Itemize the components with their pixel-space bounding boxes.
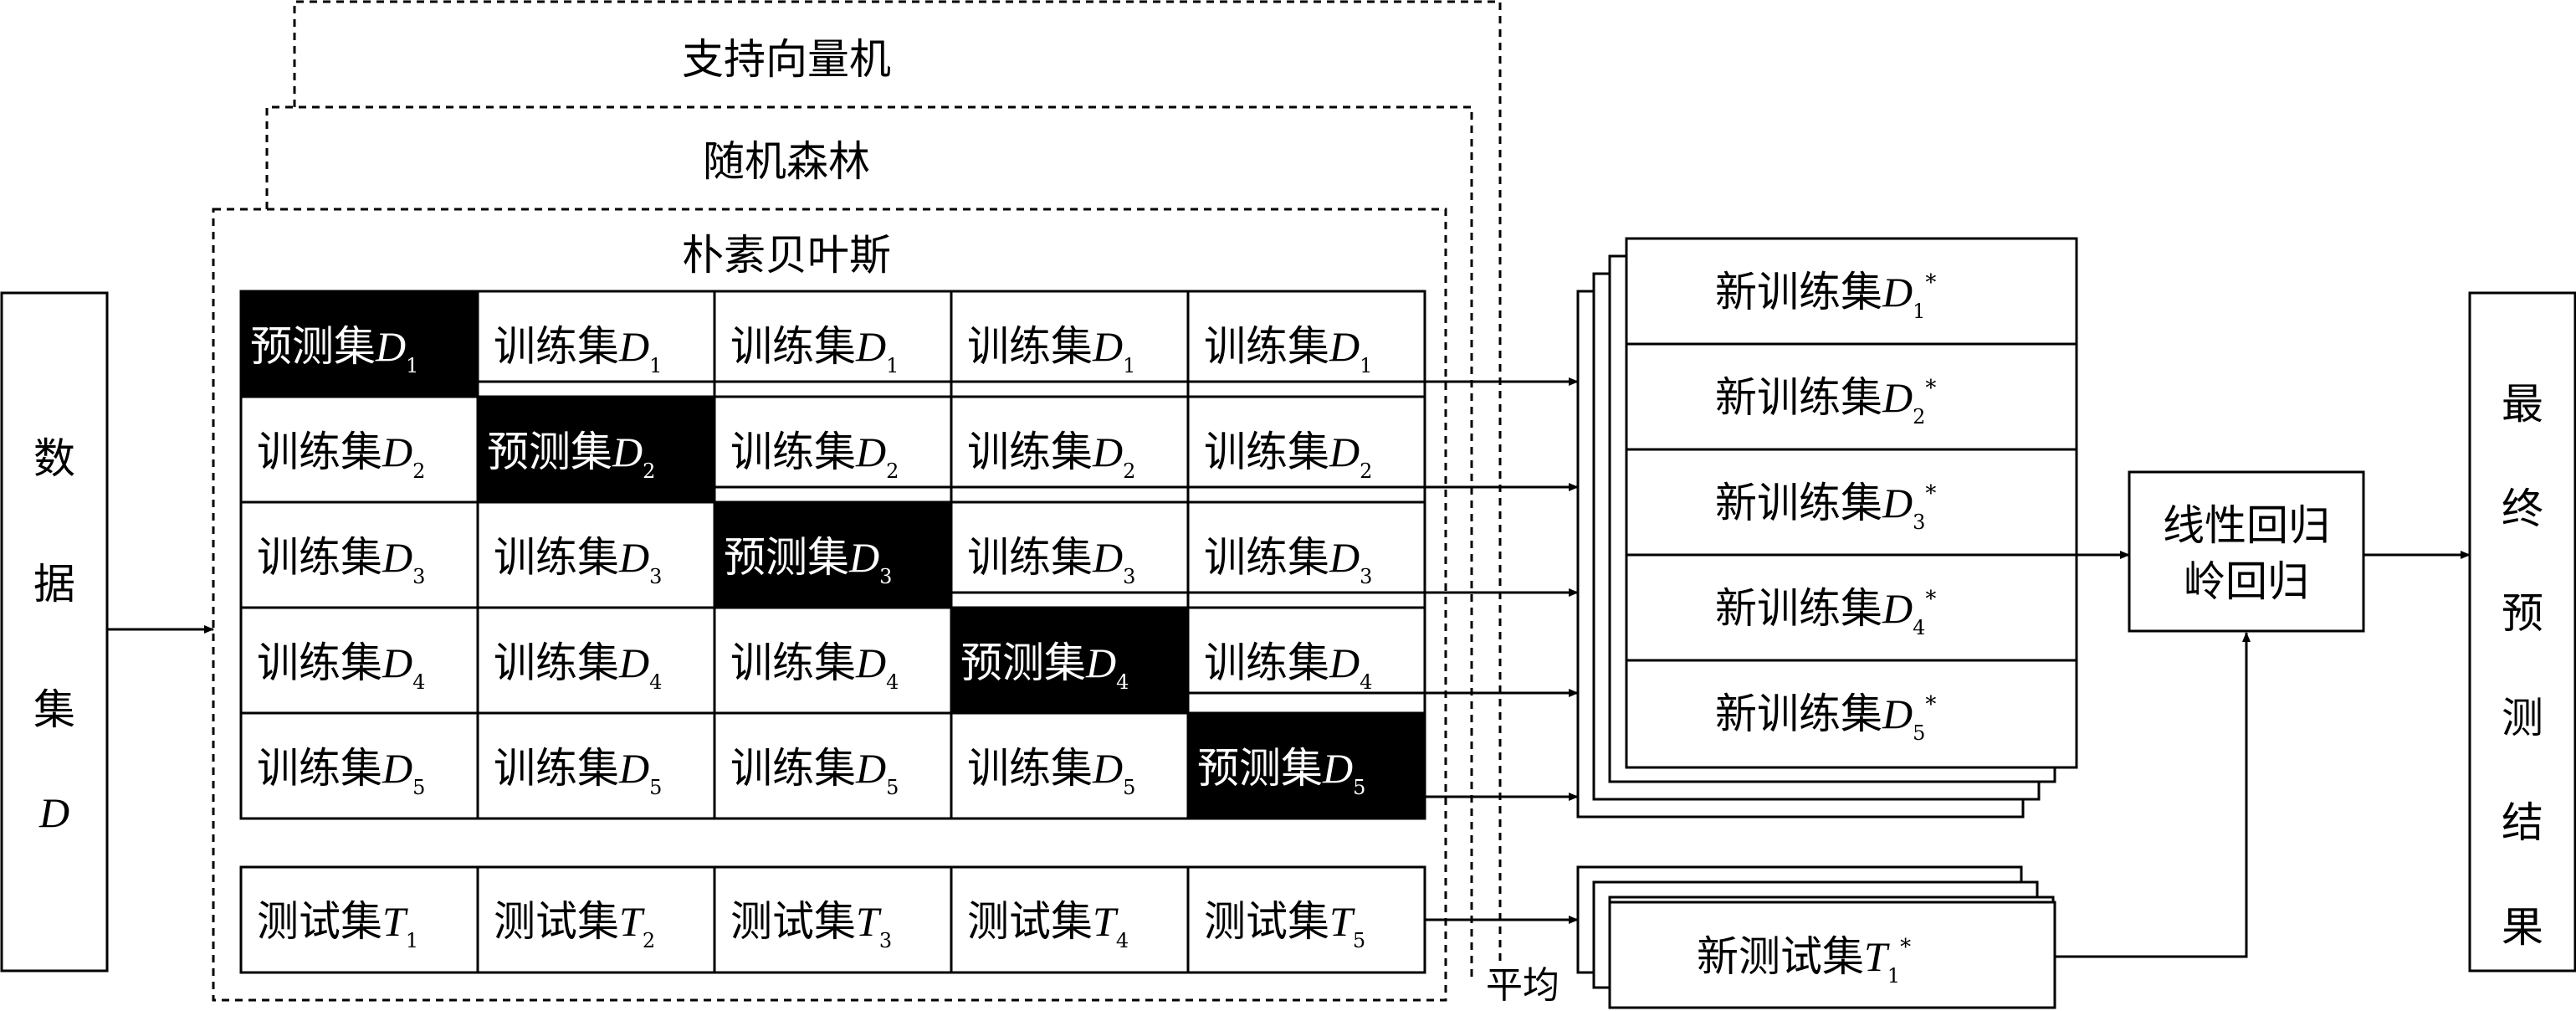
cell-4-1: 训练集D4	[257, 639, 425, 694]
regression-line-1: 线性回归	[2163, 501, 2330, 550]
label-rf: 随机森林	[703, 137, 870, 186]
result-char-6: 果	[2502, 903, 2543, 952]
new-train-5: 新训练集D5*	[1715, 690, 1936, 745]
cell-2-4: 训练集D2	[967, 428, 1135, 483]
result-char-1: 最	[2502, 380, 2543, 429]
cell-2-5: 训练集D2	[1204, 428, 1372, 483]
cell-1-1: 预测集D1	[250, 322, 418, 377]
cell-1-3: 训练集D1	[730, 322, 899, 377]
new-train-1: 新训练集D1*	[1715, 268, 1936, 323]
dataset-char-3: 集	[33, 685, 75, 734]
dataset-char-1: 数	[33, 434, 75, 483]
frame-rf	[265, 105, 1473, 979]
regression-box: 线性回归 岭回归	[2128, 470, 2365, 633]
regression-line-2: 岭回归	[2184, 557, 2309, 606]
cell-3-5: 训练集D3	[1204, 533, 1372, 588]
cell-4-3: 训练集D4	[730, 639, 899, 694]
result-char-2: 终	[2502, 485, 2543, 533]
cell-5-4: 训练集D5	[967, 744, 1135, 799]
fold-cell-labels: 预测集D1 训练集D1 训练集D1 训练集D1 训练集D1 训练集D2 预测集D…	[250, 322, 1372, 799]
new-test-stack	[1576, 865, 2056, 1009]
cell-4-2: 训练集D4	[494, 639, 662, 694]
frame-nb	[212, 208, 1447, 1002]
new-test-label: 新测试集T1*	[1697, 932, 1911, 988]
label-nb: 朴素贝叶斯	[682, 231, 891, 280]
test-row-labels: 测试集T1 测试集T2 测试集T3 测试集T4 测试集T5	[257, 897, 1365, 952]
test-cell-1: 测试集T1	[257, 897, 418, 952]
new-train-4: 新训练集D4*	[1715, 584, 1936, 639]
fold-grid	[239, 290, 1426, 820]
new-train-2: 新训练集D2*	[1715, 373, 1936, 429]
cell-4-5: 训练集D4	[1204, 639, 1372, 694]
result-box: 最 终 预 测 结 果	[2468, 291, 2576, 973]
new-train-stack	[1576, 237, 2078, 819]
dataset-box: 数 据 集 D	[0, 291, 109, 973]
cell-2-1: 训练集D2	[257, 428, 425, 483]
result-char-5: 结	[2502, 798, 2543, 847]
cell-3-1: 训练集D3	[257, 533, 425, 588]
average-label: 平均	[1486, 964, 1559, 1007]
result-char-4: 测	[2502, 694, 2543, 742]
label-svm: 支持向量机	[682, 35, 891, 84]
row-output-lines	[478, 380, 1425, 695]
result-char-3: 预	[2502, 589, 2543, 638]
new-train-labels: 新训练集D1* 新训练集D2* 新训练集D3* 新训练集D4* 新训练集D5*	[1715, 268, 1936, 745]
cell-3-3: 预测集D3	[724, 533, 892, 588]
prediction-cells	[241, 291, 1425, 819]
cell-1-2: 训练集D1	[494, 322, 662, 377]
cell-4-4: 预测集D4	[960, 639, 1129, 694]
new-train-3: 新训练集D3*	[1715, 479, 1936, 534]
dataset-char-4: D	[38, 789, 69, 836]
test-cell-2: 测试集T2	[494, 897, 655, 952]
test-cell-5: 测试集T5	[1204, 897, 1365, 952]
cell-3-4: 训练集D3	[967, 533, 1135, 588]
cell-3-2: 训练集D3	[494, 533, 662, 588]
cell-2-3: 训练集D2	[730, 428, 899, 483]
cell-5-3: 训练集D5	[730, 744, 899, 799]
cell-5-1: 训练集D5	[257, 744, 425, 799]
cell-1-4: 训练集D1	[967, 322, 1135, 377]
test-cell-3: 测试集T3	[730, 897, 892, 952]
cell-1-5: 训练集D1	[1204, 322, 1372, 377]
cell-5-2: 训练集D5	[494, 744, 662, 799]
cell-2-2: 预测集D2	[487, 428, 655, 483]
arrow-test-to-regression	[2055, 632, 2251, 958]
cell-5-5: 预测集D5	[1197, 744, 1365, 799]
dataset-char-2: 据	[33, 560, 75, 608]
test-cell-4: 测试集T4	[967, 897, 1129, 952]
